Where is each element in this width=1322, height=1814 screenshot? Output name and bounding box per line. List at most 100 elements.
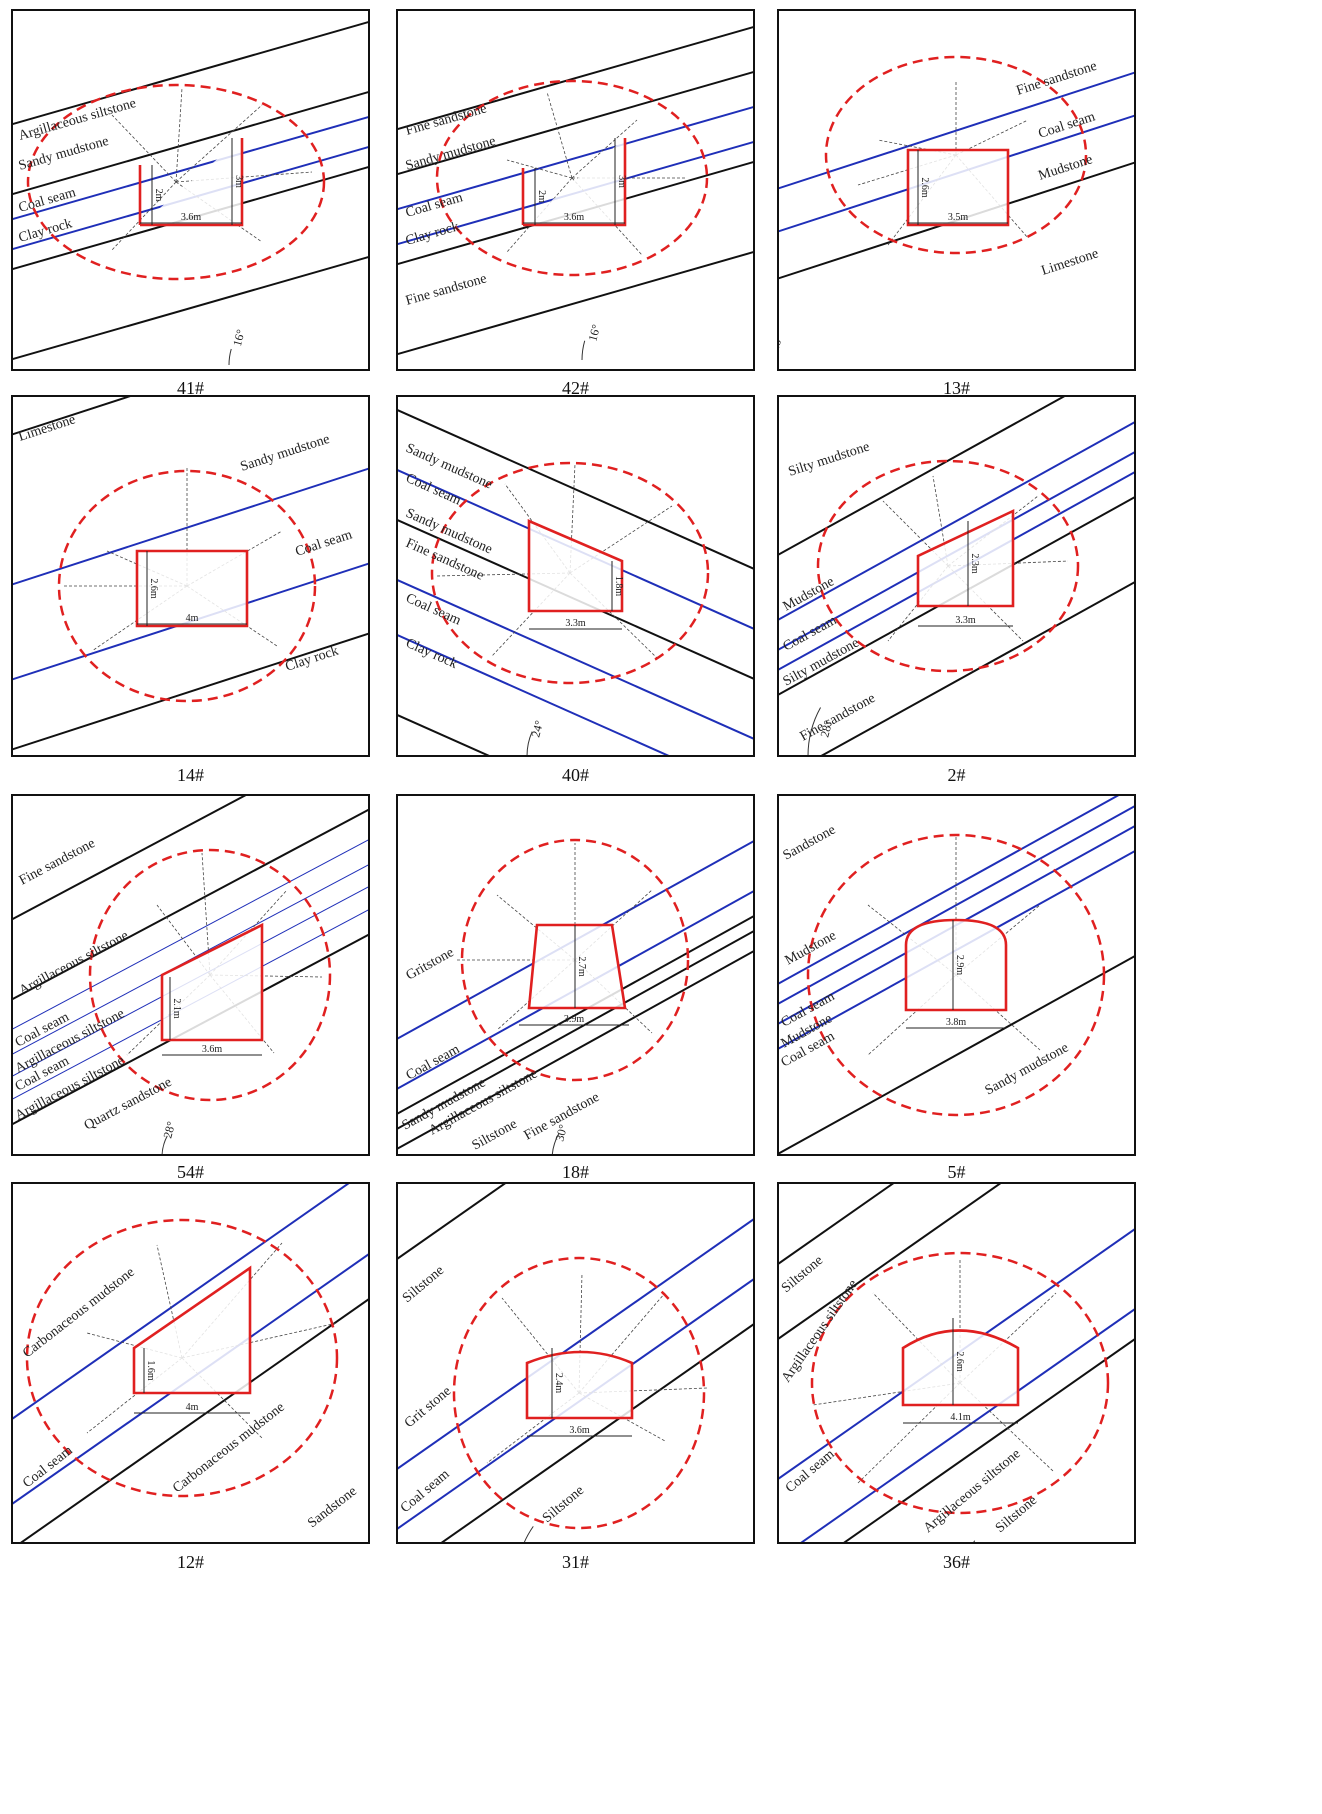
- panel-caption: 18#: [562, 1162, 589, 1182]
- dip-angle-arc: [551, 1133, 560, 1155]
- panel-caption: 31#: [562, 1552, 589, 1572]
- loose-zone-ray: [491, 572, 571, 657]
- height-dimension-label: 1.6m: [145, 1360, 156, 1381]
- stratum-label: Limestone: [17, 412, 78, 445]
- loose-zone-boundary: [26, 83, 326, 281]
- loose-zone-ray: [186, 585, 278, 647]
- dip-angle-label: 16°: [585, 323, 603, 343]
- coal-seam-boundary: [12, 467, 369, 586]
- stratum-boundary: [12, 255, 369, 361]
- panel-frame: [11, 794, 370, 1156]
- loose-zone-ray: [955, 119, 1029, 156]
- stratum-label: Siltstone: [993, 1493, 1040, 1536]
- loose-zone-boundary: [57, 469, 317, 703]
- roadway-section: [527, 923, 627, 1010]
- width-dimension-label: 4m: [186, 613, 199, 624]
- loose-zone-ray: [486, 1392, 580, 1464]
- roadway-section: [901, 1329, 1020, 1407]
- panel-frame: [11, 1182, 370, 1544]
- panel-caption: 2#: [948, 765, 966, 785]
- coal-seam-boundary: [397, 578, 754, 740]
- dip-angle-arc: [32, 1544, 43, 1578]
- dip-angle-label: 18°: [767, 333, 785, 353]
- loose-zone-boundary: [460, 838, 690, 1082]
- loose-zone-ray: [857, 1382, 961, 1484]
- width-dimension-label: 3.8m: [946, 1017, 967, 1028]
- loose-zone-ray: [175, 87, 183, 183]
- height-dimension-label: 2.7m: [576, 956, 587, 977]
- roadway-section: [132, 1265, 252, 1395]
- dip-angle-label: 30°: [552, 1123, 570, 1143]
- coal-seam-boundary: [397, 633, 672, 756]
- stratum-label: Clay rock: [404, 219, 461, 249]
- stratum-label: Sandy mudstone: [404, 134, 497, 174]
- coal-seam-boundary: [397, 105, 754, 211]
- loose-zone-ray: [877, 139, 957, 156]
- coal-seam-boundary: [12, 1183, 351, 1421]
- loose-zone-ray: [571, 119, 638, 179]
- width-dimension-label: 3.6m: [569, 1425, 590, 1436]
- dip-angle-label: 28°: [160, 1120, 178, 1140]
- width-dimension-label: 3.6m: [181, 212, 202, 223]
- stratum-boundary: [778, 396, 1067, 557]
- roadway-section: [160, 922, 264, 1042]
- width-dimension-label: 4m: [186, 1402, 199, 1413]
- stratum-boundary: [18, 1297, 369, 1543]
- stratum-label: Sandstone: [305, 1484, 360, 1531]
- loose-zone-boundary: [452, 1256, 706, 1530]
- loose-zone-ray: [111, 114, 177, 183]
- dip-angle-arc: [523, 1526, 534, 1543]
- loose-zone-boundary: [806, 833, 1106, 1117]
- stratum-label: Clay rock: [403, 636, 459, 672]
- loose-zone-ray: [111, 181, 177, 251]
- panel-caption: 5#: [948, 1162, 966, 1182]
- stratum-boundary: [397, 250, 754, 356]
- width-dimension-label: 4.1m: [950, 1412, 971, 1423]
- height-dimension-label: 2.3m: [969, 553, 980, 574]
- stratum-boundary: [439, 1322, 754, 1543]
- height-dimension-label: 3m: [616, 175, 627, 188]
- height-dimension-label: 2.6m: [954, 1351, 965, 1372]
- stratum-label: Clay rock: [17, 216, 74, 246]
- stratum-boundary: [397, 25, 754, 131]
- stratum-label: Carbonaceous mudstone: [20, 1265, 137, 1361]
- stratum-boundary: [778, 954, 1135, 1155]
- panel-caption: 12#: [177, 1552, 204, 1572]
- stratum-boundary: [12, 90, 369, 196]
- width-dimension-label: 3.3m: [565, 618, 586, 629]
- panel-caption: 54#: [177, 1162, 204, 1182]
- loose-zone-ray: [955, 154, 1029, 239]
- roadway-section: [138, 138, 244, 227]
- dip-angle-arc: [763, 347, 767, 370]
- stratum-label: Siltstone: [470, 1117, 520, 1154]
- loose-zone-boundary: [435, 79, 709, 277]
- dip-angle-arc: [807, 707, 821, 756]
- dip-angle-label: 28°: [817, 719, 835, 739]
- loose-zone-boundary: [824, 55, 1088, 255]
- loose-zone-ray: [106, 550, 188, 587]
- width-dimension-label: 3.3m: [955, 615, 976, 626]
- stratum-label: Fine sandstone: [798, 691, 878, 745]
- loose-zone-ray: [186, 530, 283, 587]
- roadway-section: [527, 519, 624, 613]
- dip-angle-label: 24°: [528, 719, 546, 739]
- stratum-label: Grit stone: [402, 1384, 454, 1431]
- height-dimension-label: 2.6m: [919, 177, 930, 198]
- panel-frame: [777, 794, 1136, 1156]
- stratum-label: Siltstone: [400, 1263, 447, 1306]
